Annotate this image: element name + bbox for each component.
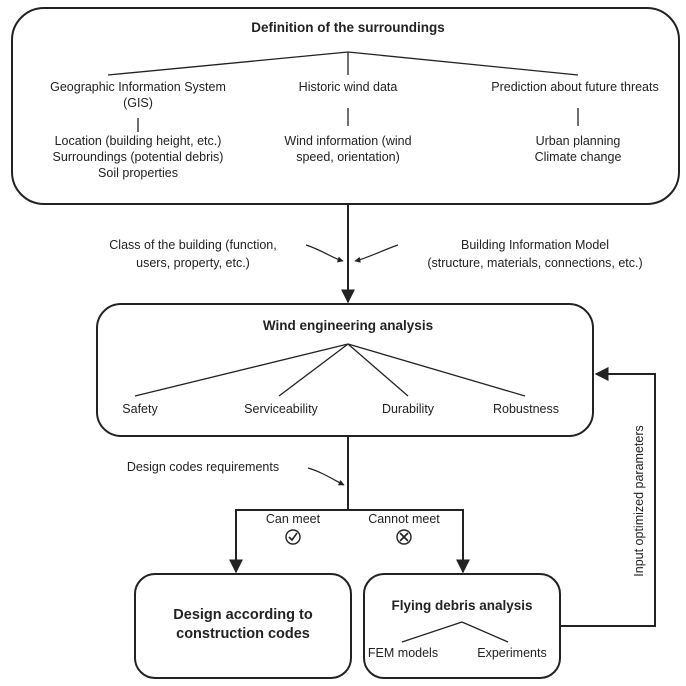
- future-detail: Urban planning: [535, 134, 621, 148]
- wind-detail: speed, orientation): [296, 150, 400, 164]
- design-box-line2: construction codes: [176, 626, 310, 642]
- design-box: [134, 573, 352, 679]
- class-input-label-line1: Class of the building (function,: [109, 238, 277, 252]
- can-meet-label: Can meet: [265, 512, 321, 526]
- gis-detail: Surroundings (potential debris): [52, 150, 224, 164]
- debris-method-experiments: Experiments: [477, 646, 547, 660]
- feedback-arrow: [560, 367, 656, 627]
- check-icon: [285, 529, 301, 545]
- surroundings-title: Definition of the surroundings: [251, 20, 445, 35]
- gis-detail: Location (building height, etc.): [54, 134, 222, 148]
- bim-input-label-line1: Building Information Model: [461, 238, 609, 252]
- codes-input-arrow: [307, 467, 345, 486]
- feedback-label: Input optimized parameters: [632, 425, 646, 577]
- analysis-title: Wind engineering analysis: [262, 318, 434, 333]
- class-input-label-line2: users, property, etc.): [136, 256, 250, 270]
- wind-heading: Historic wind data: [298, 80, 398, 94]
- design-box-line1: Design according to: [173, 607, 313, 623]
- cannot-meet-label: Cannot meet: [368, 512, 440, 526]
- criterion-serviceability: Serviceability: [244, 402, 318, 416]
- analysis-tree-lines: [134, 343, 526, 397]
- criterion-durability: Durability: [381, 402, 435, 416]
- surroundings-tree-lines: [107, 51, 579, 132]
- surroundings-box: [11, 7, 680, 205]
- debris-method-fem: FEM models: [367, 646, 439, 660]
- wind-detail: Wind information (wind: [284, 134, 412, 148]
- debris-box: [363, 573, 561, 679]
- gis-detail: Soil properties: [98, 166, 178, 180]
- analysis-box: [96, 303, 594, 437]
- debris-box-title: Flying debris analysis: [391, 598, 533, 613]
- class-input-arrow: [305, 244, 344, 263]
- codes-label: Design codes requirements: [126, 460, 280, 474]
- bim-input-label-line2: (structure, materials, connections, etc.…: [427, 256, 643, 270]
- gis-heading-line1: Geographic Information System: [50, 80, 226, 94]
- cannot-meet-arrow: [348, 509, 470, 574]
- future-heading: Prediction about future threats: [491, 80, 659, 94]
- future-detail: Climate change: [534, 150, 622, 164]
- bim-input-arrow: [354, 244, 399, 263]
- can-meet-arrow: [229, 509, 348, 574]
- gis-heading-line2: (GIS): [123, 96, 153, 110]
- cross-icon: [396, 529, 412, 545]
- criterion-robustness: Robustness: [492, 402, 559, 416]
- debris-tree-lines: [401, 621, 509, 643]
- criterion-safety: Safety: [122, 402, 158, 416]
